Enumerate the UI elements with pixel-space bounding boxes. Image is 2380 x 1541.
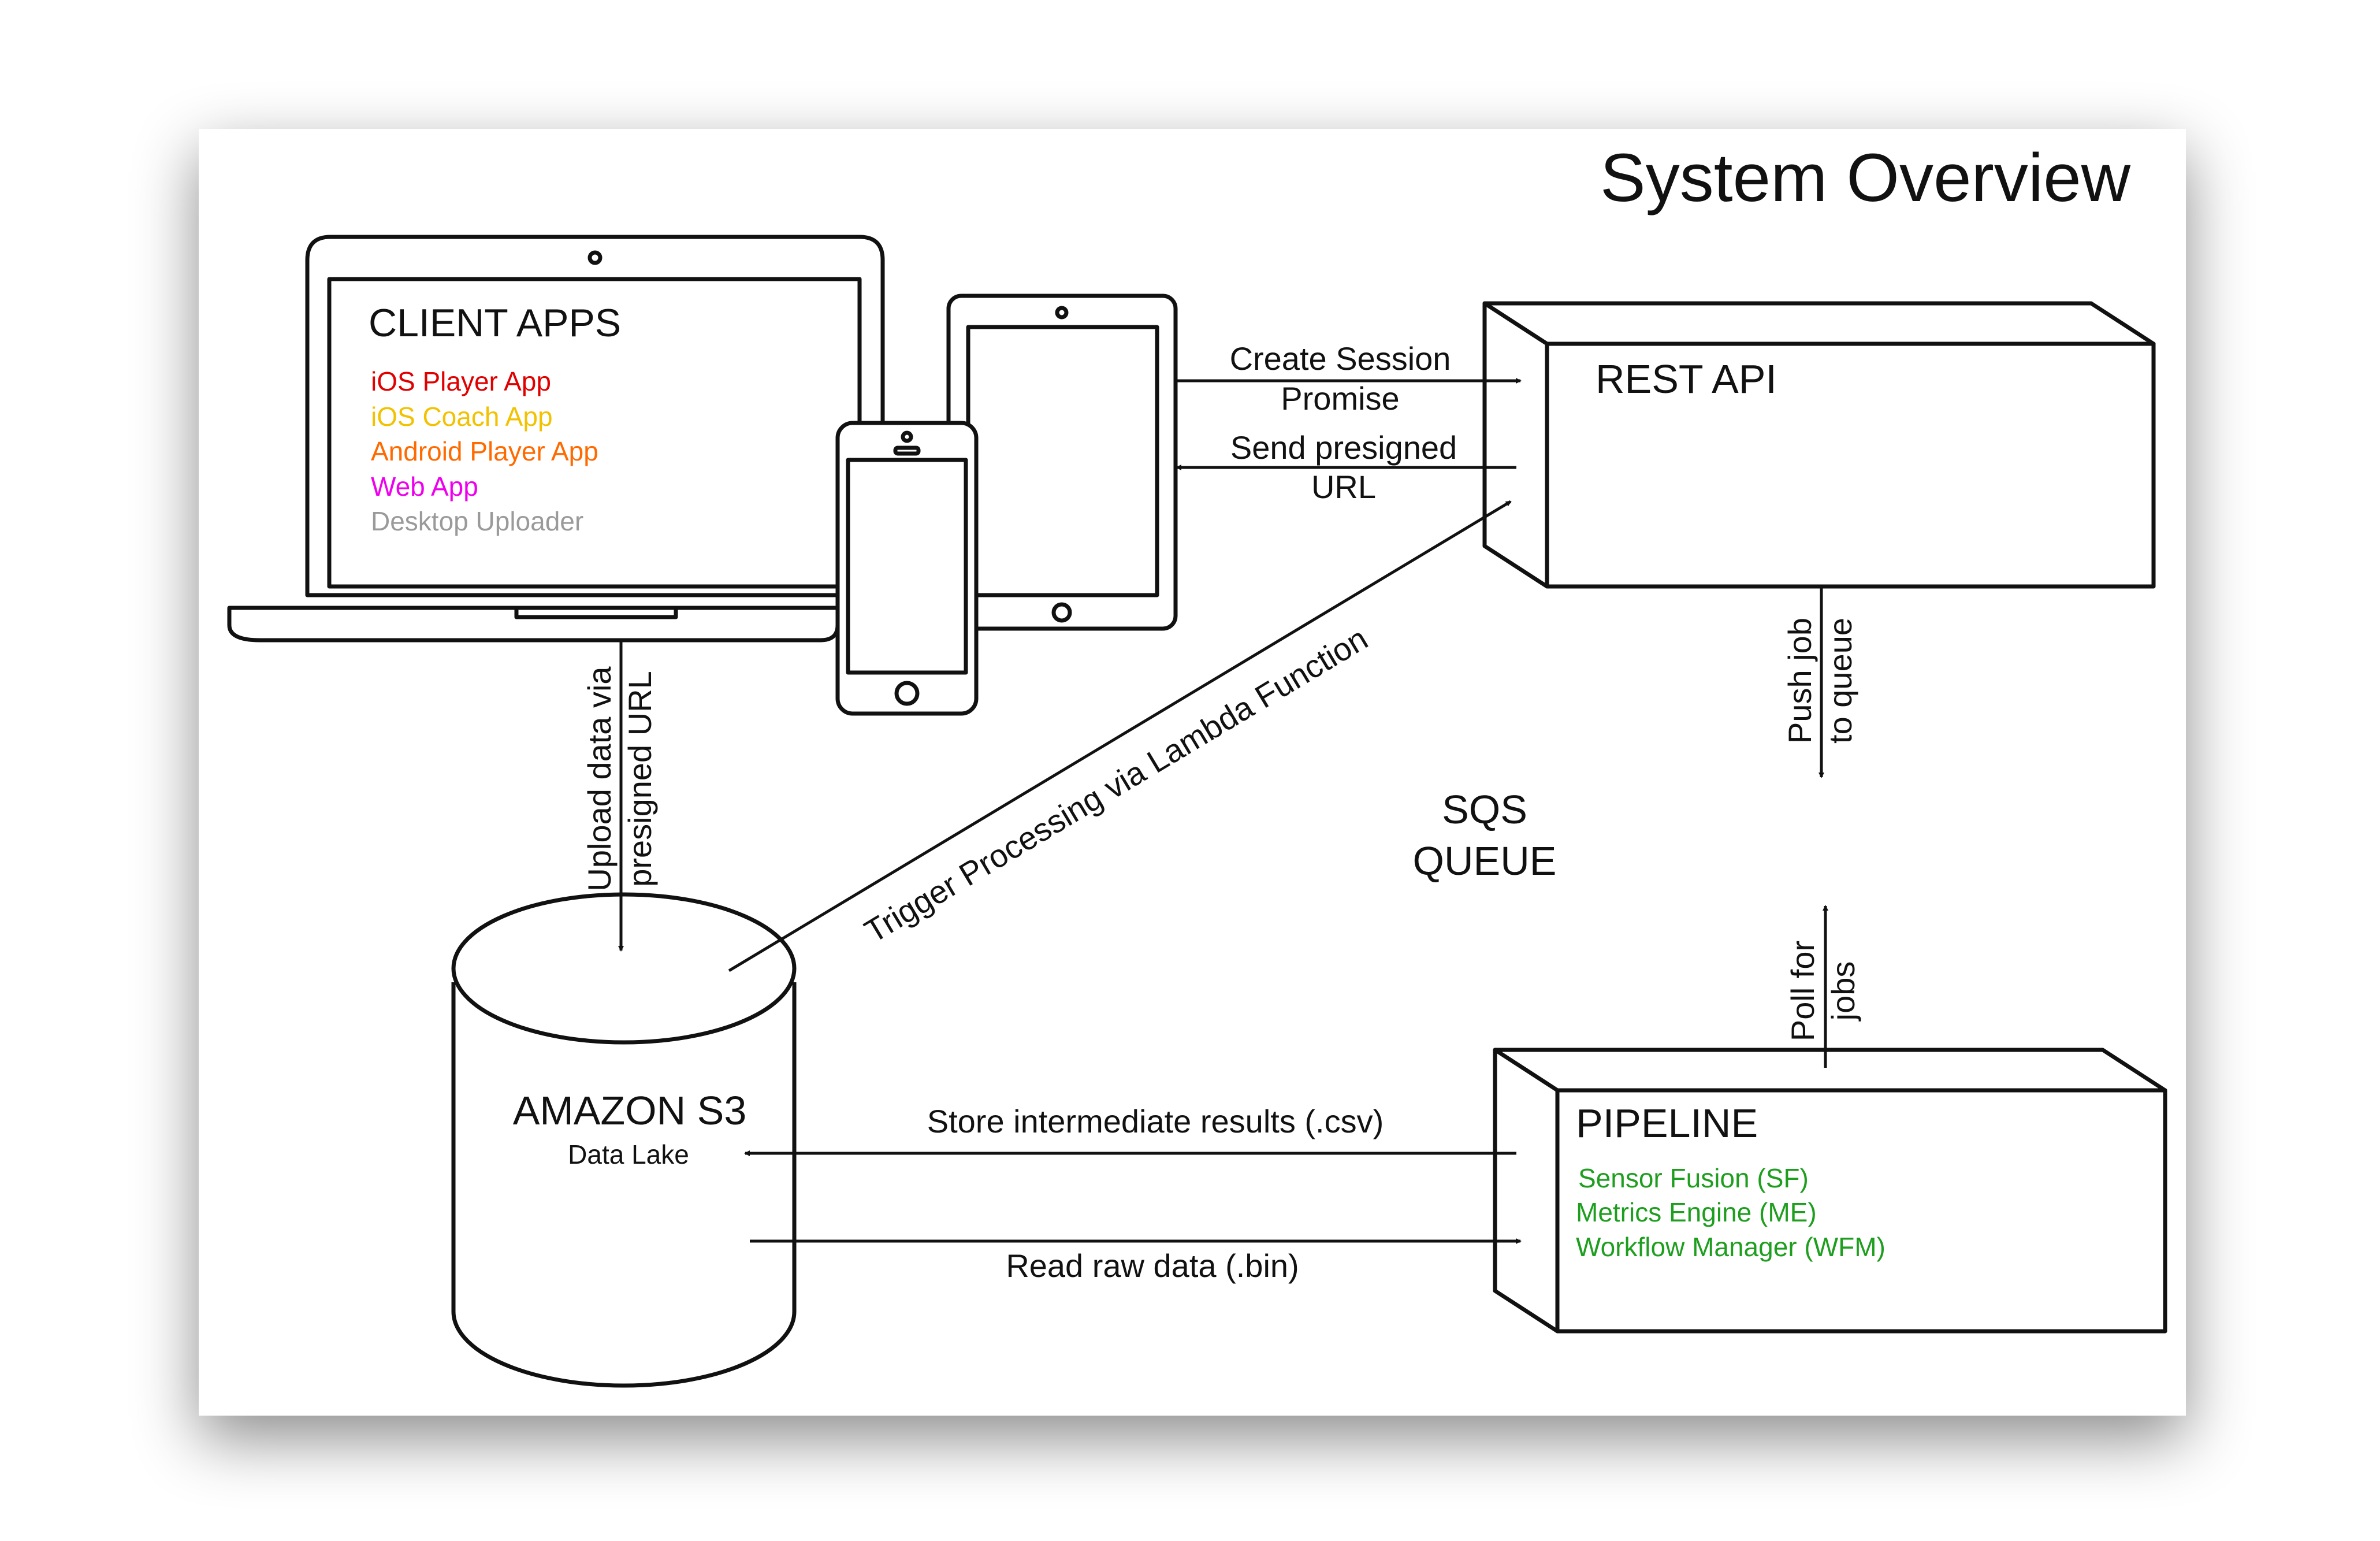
s3-sublabel: Data Lake	[568, 1139, 689, 1169]
rest-api-label: REST API	[1596, 357, 1777, 402]
arrow-trigger	[728, 500, 1512, 972]
label-upload-1: Upload data via	[581, 666, 618, 892]
client-app-list: iOS Player App iOS Coach App Android Pla…	[371, 366, 598, 536]
pipeline-metrics-engine: Metrics Engine (ME)	[1576, 1197, 1817, 1227]
app-web: Web App	[371, 471, 478, 502]
label-push-job-2: to queue	[1822, 618, 1858, 744]
pipeline-workflow-manager: Workflow Manager (WFM)	[1576, 1232, 1886, 1262]
label-push-job-1: Push job	[1782, 618, 1818, 744]
label-read-raw: Read raw data (.bin)	[1006, 1247, 1299, 1284]
label-poll-jobs-2: jobs	[1825, 961, 1861, 1022]
phone-icon	[835, 421, 979, 716]
label-poll-jobs-1: Poll for	[1784, 941, 1821, 1041]
label-send-presigned-1: Send presigned	[1230, 429, 1457, 466]
sqs-queue-line2: QUEUE	[1413, 838, 1557, 883]
s3-label: AMAZON S3	[513, 1088, 747, 1133]
label-store-results: Store intermediate results (.csv)	[927, 1103, 1384, 1139]
label-create-session-2: Promise	[1281, 380, 1399, 417]
app-ios-player: iOS Player App	[371, 366, 551, 396]
label-create-session-1: Create Session	[1230, 340, 1451, 377]
pipeline-sensor-fusion: Sensor Fusion (SF)	[1578, 1163, 1809, 1193]
pipeline-box	[1493, 1048, 2167, 1334]
pipeline-label: PIPELINE	[1576, 1101, 1758, 1146]
rest-api-box	[1482, 301, 2156, 589]
label-upload-2: presigned URL	[622, 671, 658, 887]
pipeline-component-list: Sensor Fusion (SF) Metrics Engine (ME) W…	[1576, 1163, 1886, 1262]
app-android-player: Android Player App	[371, 436, 598, 466]
tablet-icon	[946, 294, 1178, 631]
sqs-queue-line1: SQS	[1442, 787, 1527, 832]
app-ios-coach: iOS Coach App	[371, 402, 553, 432]
app-desktop-uploader: Desktop Uploader	[371, 506, 583, 536]
s3-cylinder-icon	[451, 892, 797, 1388]
client-apps-heading: CLIENT APPS	[369, 301, 621, 345]
label-send-presigned-2: URL	[1311, 469, 1376, 505]
diagram-title: System Overview	[1600, 140, 2131, 216]
